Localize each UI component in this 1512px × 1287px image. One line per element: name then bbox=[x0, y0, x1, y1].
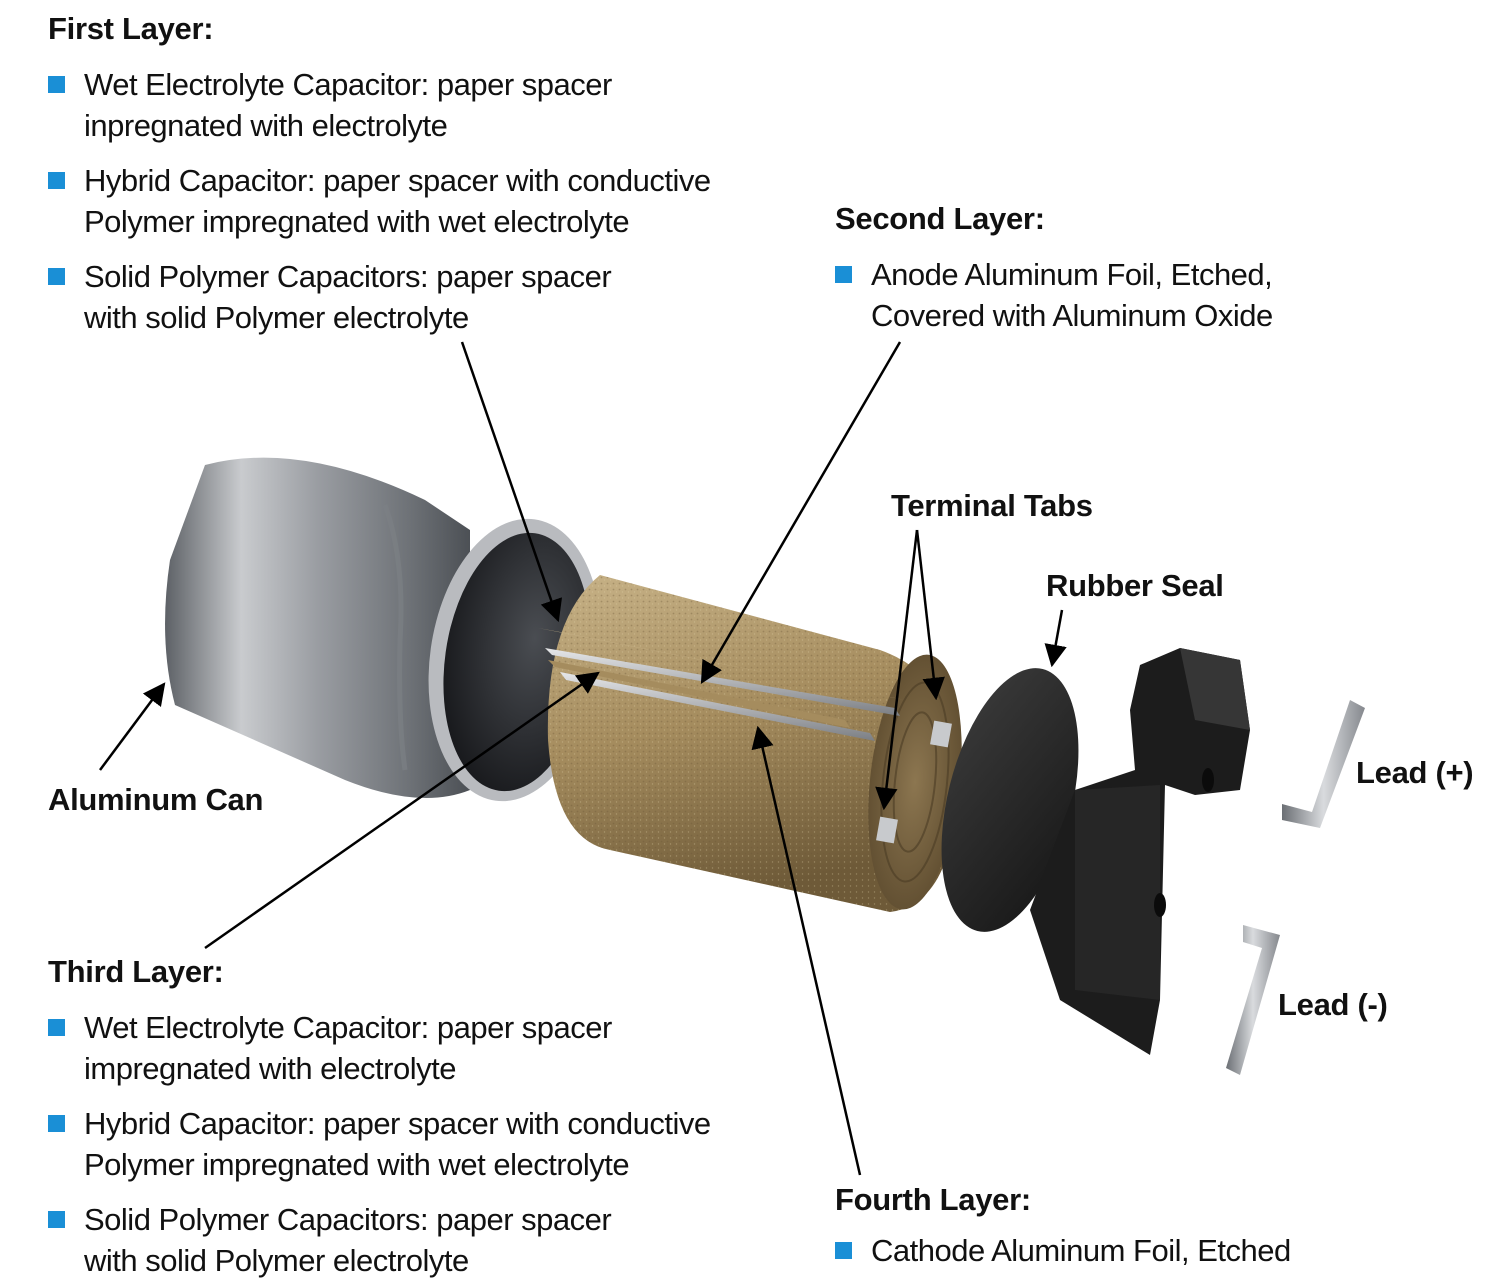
square-bullet-icon bbox=[48, 76, 65, 93]
third-layer-heading: Third Layer: bbox=[48, 954, 224, 989]
list-item: Cathode Aluminum Foil, Etched bbox=[835, 1230, 1291, 1271]
list-item: Hybrid Capacitor: paper spacer with cond… bbox=[48, 1103, 711, 1185]
list-item: Wet Electrolyte Capacitor: paper spacer … bbox=[48, 64, 711, 146]
aluminum-can-label: Aluminum Can bbox=[48, 782, 264, 817]
second-layer-heading: Second Layer: bbox=[835, 201, 1045, 236]
arrow-second-layer bbox=[700, 341, 902, 684]
fourth-layer-heading: Fourth Layer: bbox=[835, 1182, 1031, 1217]
rubber-seal-label: Rubber Seal bbox=[1046, 568, 1224, 603]
list-item: Wet Electrolyte Capacitor: paper spacer … bbox=[48, 1007, 711, 1089]
square-bullet-icon bbox=[835, 266, 852, 283]
list-item: Anode Aluminum Foil, Etched, Covered wit… bbox=[835, 254, 1273, 336]
square-bullet-icon bbox=[48, 1115, 65, 1132]
square-bullet-icon bbox=[48, 1019, 65, 1036]
lead-negative-label: Lead (-) bbox=[1278, 987, 1388, 1022]
first-layer-list: Wet Electrolyte Capacitor: paper spacer … bbox=[48, 64, 711, 338]
square-bullet-icon bbox=[48, 172, 65, 189]
fourth-layer-block: Fourth Layer: Cathode Aluminum Foil, Etc… bbox=[835, 1182, 1291, 1271]
square-bullet-icon bbox=[48, 1211, 65, 1228]
third-layer-list: Wet Electrolyte Capacitor: paper spacer … bbox=[48, 1007, 711, 1281]
third-layer-block: Third Layer: Wet Electrolyte Capacitor: … bbox=[48, 954, 711, 1281]
fourth-layer-list: Cathode Aluminum Foil, Etched bbox=[835, 1230, 1291, 1271]
arrow-rubber-seal bbox=[1044, 609, 1067, 668]
base-plate-part bbox=[1030, 648, 1250, 1055]
second-layer-block: Second Layer: Anode Aluminum Foil, Etche… bbox=[835, 201, 1273, 336]
rubber-seal-part bbox=[941, 668, 1079, 932]
first-layer-heading: First Layer: bbox=[48, 11, 214, 46]
leader-lines bbox=[98, 341, 1067, 1176]
capacitor-roll-part bbox=[538, 575, 962, 912]
lead-positive-label: Lead (+) bbox=[1356, 755, 1474, 790]
arrow-terminal-tab-lower bbox=[875, 529, 919, 811]
list-item: Solid Polymer Capacitors: paper spacer w… bbox=[48, 256, 711, 338]
arrow-aluminum-can bbox=[98, 682, 166, 771]
lead-positive-part bbox=[1282, 700, 1365, 828]
arrow-fourth-layer bbox=[751, 725, 862, 1176]
first-layer-block: First Layer: Wet Electrolyte Capacitor: … bbox=[48, 11, 711, 338]
list-item: Hybrid Capacitor: paper spacer with cond… bbox=[48, 160, 711, 242]
square-bullet-icon bbox=[835, 1242, 852, 1259]
lead-negative-part bbox=[1226, 925, 1280, 1075]
terminal-tabs-label: Terminal Tabs bbox=[891, 488, 1093, 523]
arrow-terminal-tab-upper bbox=[915, 529, 945, 701]
arrow-third-layer bbox=[204, 671, 600, 950]
second-layer-list: Anode Aluminum Foil, Etched, Covered wit… bbox=[835, 254, 1273, 336]
square-bullet-icon bbox=[48, 268, 65, 285]
arrow-first-layer bbox=[460, 341, 563, 623]
list-item: Solid Polymer Capacitors: paper spacer w… bbox=[48, 1199, 711, 1281]
